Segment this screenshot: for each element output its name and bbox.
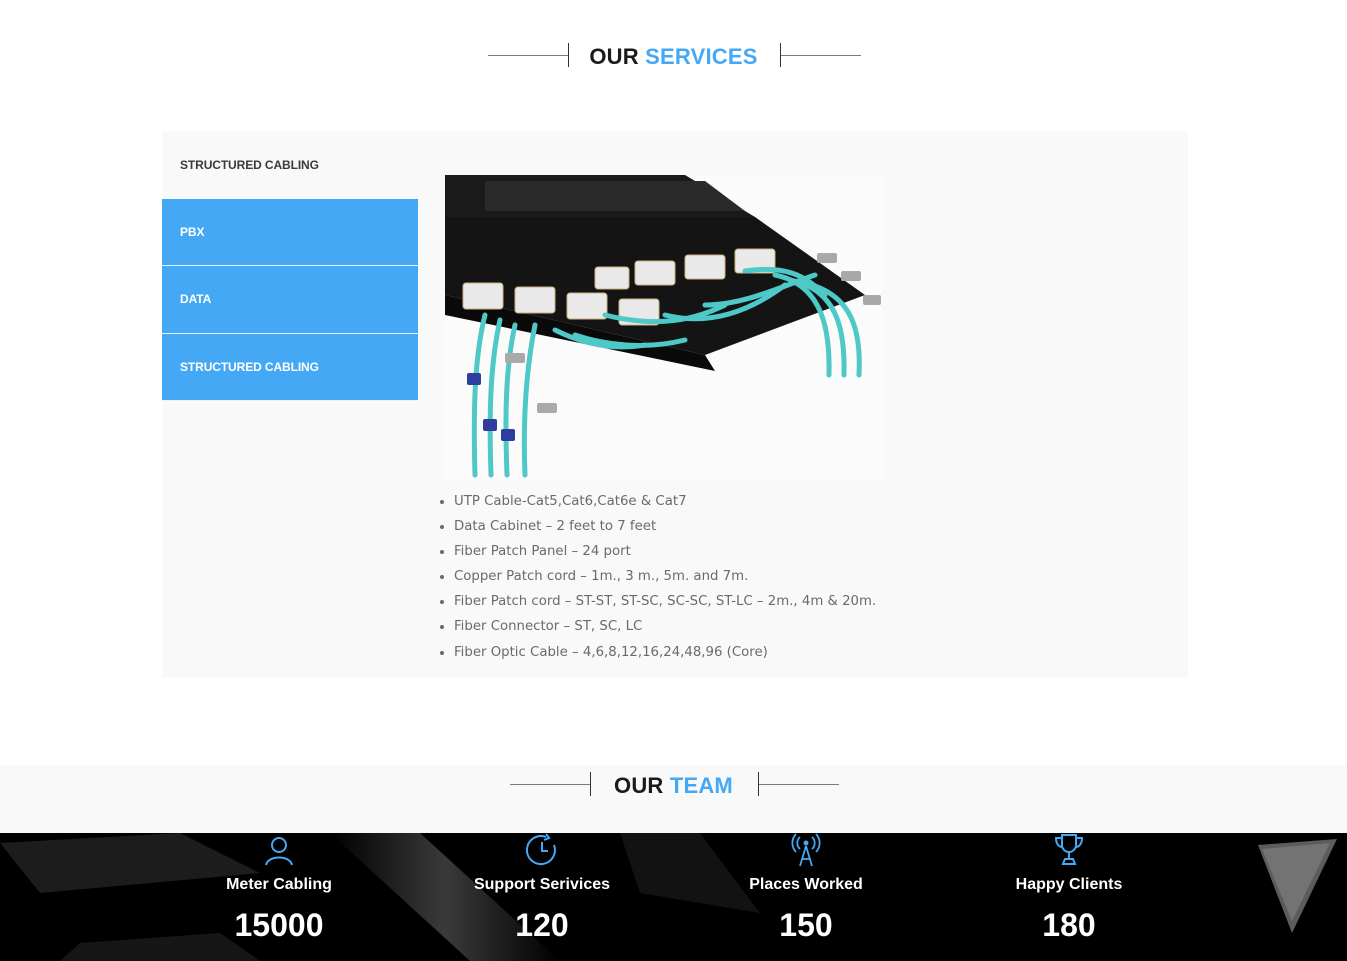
team-title-prefix: OUR bbox=[614, 773, 664, 798]
heading-tick-right bbox=[780, 43, 781, 67]
stat-label: Support Serivices bbox=[473, 876, 611, 893]
stat-places-worked: Places Worked 150 bbox=[686, 833, 926, 945]
heading-tick-right bbox=[758, 772, 759, 796]
trophy-icon bbox=[1054, 834, 1084, 865]
tab-data[interactable]: DATA bbox=[162, 266, 418, 334]
team-title-accent: TEAM bbox=[669, 773, 733, 798]
heading-tick-left bbox=[568, 43, 569, 67]
heading-rule-left bbox=[488, 55, 568, 56]
stat-label: Places Worked bbox=[749, 876, 863, 893]
stat-happy-clients: Happy Clients 180 bbox=[949, 833, 1189, 945]
heading-rule-right bbox=[781, 55, 861, 56]
list-item: UTP Cable-Cat5,Cat6,Cat6e & Cat7 bbox=[454, 489, 876, 514]
services-tabs: STRUCTURED CABLING PBX DATA STRUCTURED C… bbox=[162, 131, 418, 401]
tab-label: STRUCTURED CABLING bbox=[180, 157, 319, 172]
services-title: OUR SERVICES bbox=[0, 42, 1347, 72]
antenna-icon bbox=[791, 833, 821, 867]
stat-value: 150 bbox=[779, 907, 833, 943]
heading-tick-left bbox=[590, 772, 591, 796]
list-item: Fiber Optic Cable – 4,6,8,12,16,24,48,96… bbox=[454, 640, 876, 665]
list-item: Copper Patch cord – 1m., 3 m., 5m. and 7… bbox=[454, 564, 876, 589]
services-title-prefix: OUR bbox=[589, 44, 639, 69]
stat-value: 15000 bbox=[234, 907, 324, 943]
stat-value: 120 bbox=[515, 907, 569, 943]
stat-label: Meter Cabling bbox=[226, 876, 332, 893]
tab-label: STRUCTURED CABLING bbox=[180, 359, 319, 374]
list-item: Fiber Patch cord – ST-ST, ST-SC, SC-SC, … bbox=[454, 589, 876, 614]
team-band bbox=[0, 765, 1347, 833]
stats-background-art bbox=[0, 833, 1337, 961]
services-panel: STRUCTURED CABLING PBX DATA STRUCTURED C… bbox=[162, 131, 1188, 678]
heading-rule-left bbox=[510, 784, 590, 785]
clock-icon bbox=[525, 833, 556, 866]
services-title-accent: SERVICES bbox=[645, 44, 758, 69]
stat-value: 180 bbox=[1042, 907, 1096, 943]
team-heading: OUR TEAM bbox=[0, 771, 1347, 801]
stat-label: Happy Clients bbox=[1015, 876, 1123, 893]
stat-meter-cabling: Meter Cabling 15000 bbox=[159, 833, 399, 945]
list-item: Fiber Connector – ST, SC, LC bbox=[454, 614, 876, 639]
tab-pbx[interactable]: PBX bbox=[162, 198, 418, 266]
stat-support-services: Support Serivices 120 bbox=[422, 833, 662, 945]
services-item-list: UTP Cable-Cat5,Cat6,Cat6e & Cat7 Data Ca… bbox=[454, 489, 876, 665]
stats-strip: Meter Cabling 15000 Support Serivices 12… bbox=[0, 833, 1347, 961]
tab-label: PBX bbox=[180, 224, 205, 239]
tab-structured-cabling-top[interactable]: STRUCTURED CABLING bbox=[162, 131, 418, 199]
team-title: OUR TEAM bbox=[0, 771, 1347, 801]
fiber-patch-panel-image bbox=[445, 175, 883, 480]
tab-label: DATA bbox=[180, 292, 212, 307]
heading-rule-right bbox=[759, 784, 839, 785]
user-icon bbox=[265, 837, 293, 866]
tab-structured-cabling[interactable]: STRUCTURED CABLING bbox=[162, 333, 418, 401]
list-item: Fiber Patch Panel – 24 port bbox=[454, 539, 876, 564]
services-heading: OUR SERVICES bbox=[0, 42, 1347, 72]
list-item: Data Cabinet – 2 feet to 7 feet bbox=[454, 514, 876, 539]
